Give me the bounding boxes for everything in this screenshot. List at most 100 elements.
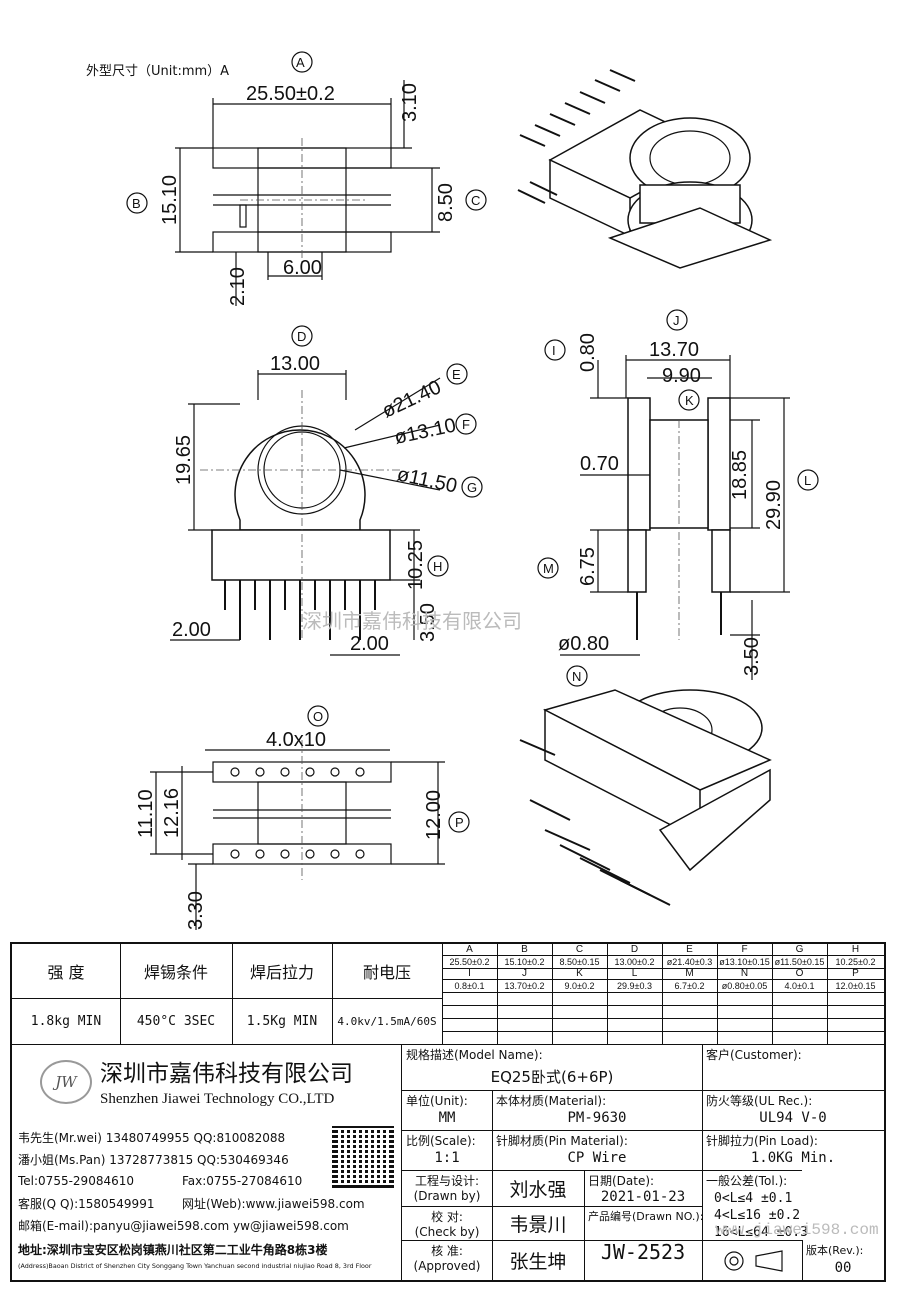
material-label: 本体材质(Material): [496, 1093, 607, 1108]
callout-m [537, 557, 559, 579]
company-logo-text: JW [55, 1073, 77, 1091]
callout-b-text: B [132, 196, 141, 211]
callout-l [797, 469, 819, 491]
dim-w1: 11.10 [135, 789, 157, 838]
dim-letter: E [686, 944, 693, 955]
dim-letter: F [741, 944, 748, 955]
pin-material-label: 针脚材质(Pin Material): [496, 1133, 628, 1148]
top-view: 25.50±0.2 A 3.10 15.10 B 8.50 C 6.00 2.1… [126, 51, 487, 306]
callout-i [544, 339, 566, 361]
side-view: 13.70 J 9.90 K 0.80 I 0.70 18.85 29.90 L… [537, 309, 819, 687]
callout-m-text: M [543, 561, 554, 576]
dim-pin-pitch-r: 2.00 [350, 633, 389, 655]
dim-e: ø21.40 [379, 376, 445, 422]
dim-letter: O [795, 968, 804, 979]
callout-e-text: E [452, 367, 461, 382]
dim-value: 4.0±0.1 [784, 980, 815, 991]
checked-by: 韦景川 [509, 1213, 567, 1236]
dim-value: 13.70±0.2 [504, 980, 545, 991]
dim-letter: M [685, 968, 694, 979]
callout-i-text: I [552, 343, 556, 358]
dim-n: ø0.80 [558, 633, 609, 655]
spec-header-solder: 焊锡条件 [143, 963, 208, 982]
dim-l: 29.90 [763, 480, 785, 530]
dim-pin-len: 3.50 [741, 637, 763, 676]
dim-value: ø21.40±0.3 [666, 956, 713, 967]
contact-email: 邮箱(E-mail):panyu@jiawei598.com yw@jiawei… [18, 1218, 349, 1233]
callout-j-text: J [673, 313, 680, 328]
callout-p-text: P [455, 815, 464, 830]
dim-g: ø11.50 [395, 463, 459, 497]
dim-value: 29.9±0.3 [617, 980, 652, 991]
dim-m: 6.75 [577, 547, 599, 586]
spec-voltage: 4.0kv/1.5mA/60S [337, 1014, 437, 1028]
front-view: 13.00 D ø21.40 E ø13.10 F ø11.50 G 19.65… [170, 325, 483, 656]
tolerance-3: 16<L≤64 ±0.3 [714, 1224, 808, 1240]
dim-h: 10.25 [405, 540, 427, 590]
drawn-no-label: 产品编号(Drawn NO.): [588, 1210, 702, 1223]
callout-e [446, 363, 468, 385]
pin-load-label: 针脚拉力(Pin Load): [706, 1133, 818, 1148]
dim-d: 13.00 [270, 353, 320, 375]
callout-k-text: K [685, 393, 694, 408]
dim-value: 13.00±0.2 [614, 956, 655, 967]
unit-value: MM [438, 1110, 456, 1126]
callout-d [291, 325, 313, 347]
model-label: 规格描述(Model Name): [406, 1047, 543, 1062]
callout-n-text: N [572, 669, 581, 684]
callout-a [291, 51, 313, 73]
dim-letter: C [575, 944, 584, 955]
rev-label: 版本(Rev.): [806, 1244, 864, 1257]
dim-value: ø0.80±0.05 [721, 980, 768, 991]
address-en: (Address)Baoan District of Shenzhen City… [18, 1262, 372, 1270]
contact-tel: Tel:0755-29084610 [18, 1174, 134, 1188]
contact-pan: 潘小姐(Ms.Pan) 13728773815 QQ:530469346 [18, 1152, 289, 1167]
dim-letter: I [468, 968, 471, 979]
tolerance-label: 一般公差(Tol.): [706, 1173, 788, 1188]
bottom-view: 4.0x10 O 12.00 P 11.10 12.16 3.30 [135, 705, 470, 930]
tolerance-2: 4<L≤16 ±0.2 [714, 1207, 801, 1223]
dim-value: ø13.10±0.15 [719, 956, 770, 967]
approved-by: 张生坤 [509, 1250, 567, 1273]
spec-strength: 1.8kg MIN [30, 1013, 102, 1029]
dim-value: 0.8±0.1 [454, 980, 485, 991]
dim-inner-h: 18.85 [729, 450, 751, 500]
watermark: 深圳市嘉伟科技有限公司 [302, 609, 522, 633]
drawn-by: 刘水强 [509, 1178, 567, 1201]
dim-letter: L [631, 968, 638, 979]
drawn-label-en: (Drawn by) [413, 1189, 481, 1203]
material-value: PM-9630 [567, 1110, 627, 1126]
contact-fax: Fax:0755-27084610 [182, 1174, 303, 1188]
dim-pin-h: 3.50 [417, 603, 439, 642]
dim-value: 15.10±0.2 [504, 956, 545, 967]
callout-o-text: O [313, 709, 323, 724]
callout-o [307, 705, 329, 727]
company-name-cn: 深圳市嘉伟科技有限公司 [100, 1061, 353, 1084]
contact-wei: 韦先生(Mr.wei) 13480749955 QQ:810082088 [18, 1130, 286, 1145]
callout-g [461, 476, 483, 498]
ul-value: UL94 V-0 [759, 1110, 827, 1126]
callout-j [666, 309, 688, 331]
callout-b [126, 192, 148, 214]
drawing-number: JW-2523 [600, 1240, 686, 1264]
dim-letter: K [576, 968, 583, 979]
dim-total-h: 19.65 [173, 435, 195, 485]
callout-d-text: D [297, 329, 306, 344]
spec-pull: 1.5Kg MIN [246, 1013, 318, 1029]
dim-slot-h: 2.10 [227, 267, 249, 306]
company-logo: JW [40, 1060, 92, 1104]
dim-letter: J [522, 968, 527, 979]
drawn-label: 工程与设计: [414, 1173, 480, 1188]
date-value: 2021-01-23 [600, 1189, 686, 1205]
callout-g-text: G [467, 480, 477, 495]
technical-drawing: 外型尺寸（Unit:mm）A 25.50±0.2 A 3.10 15.10 B … [86, 51, 819, 930]
dim-letter: A [466, 944, 473, 955]
pin-material-value: CP Wire [567, 1150, 627, 1166]
dim-j: 13.70 [649, 339, 699, 361]
isometric-view-top [517, 69, 773, 269]
callout-f [455, 413, 477, 435]
address-cn: 地址:深圳市宝安区松岗镇燕川社区第二工业牛角路8栋3楼 [18, 1242, 328, 1257]
dim-a: 25.50±0.2 [246, 83, 335, 105]
ul-label: 防火等级(UL Rec.): [706, 1093, 813, 1108]
dim-c: 8.50 [435, 183, 457, 222]
